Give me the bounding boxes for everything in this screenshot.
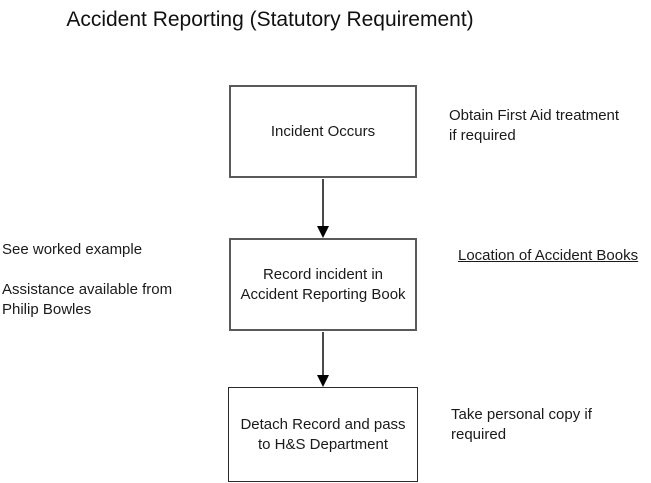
flow-connector-line (322, 332, 324, 376)
flow-box-label: Detach Record and pass (240, 415, 406, 433)
flow-connector-line (322, 179, 324, 227)
note-line: See worked example (2, 241, 143, 258)
arrow-down-icon (317, 226, 329, 238)
note-line: Obtain First Aid treatment (449, 107, 620, 124)
note-line: Philip Bowles (2, 301, 92, 318)
note-line: if required (449, 127, 516, 144)
flow-box-incident-occurs: Incident Occurs (229, 85, 417, 178)
note-accident-books-location: Location of Accident Books (458, 246, 638, 266)
note-line: Assistance available from (2, 281, 173, 298)
note-line: required (451, 426, 507, 443)
page-title: Accident Reporting (Statutory Requiremen… (66, 8, 474, 31)
note-assistance: Assistance available from Philip Bowles (2, 280, 172, 320)
flow-box-detach-record: Detach Record and pass to H&S Department (228, 387, 418, 482)
arrow-down-icon (317, 375, 329, 387)
flow-box-label: Record incident in (262, 265, 384, 283)
flow-box-record-incident: Record incident in Accident Reporting Bo… (229, 238, 417, 331)
flow-box-label: to H&S Department (257, 435, 389, 453)
note-first-aid: Obtain First Aid treatment if required (449, 106, 619, 146)
flow-box-label: Incident Occurs (270, 122, 376, 140)
note-line-underlined: Location of Accident Books (458, 247, 639, 264)
note-worked-example: See worked example (2, 240, 142, 260)
note-line: Take personal copy if (451, 406, 592, 423)
flow-box-label: Accident Reporting Book (240, 285, 406, 303)
note-personal-copy: Take personal copy if required (451, 405, 592, 445)
